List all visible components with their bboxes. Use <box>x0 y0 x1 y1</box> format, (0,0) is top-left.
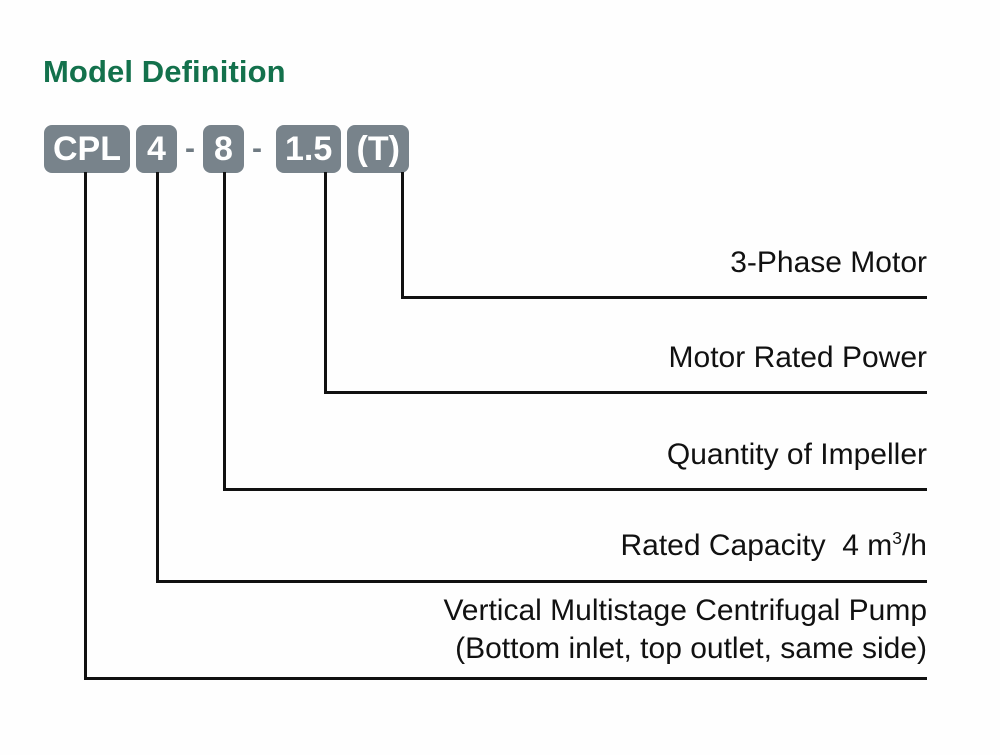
callout-label-impeller: Quantity of Impeller <box>666 438 927 471</box>
callout-capacity-value: 4 m <box>842 529 893 562</box>
page-title: Model Definition <box>43 54 286 89</box>
code-badge-capacity: 4 <box>136 125 177 173</box>
code-badge-power: 1.5 <box>276 125 342 173</box>
callout-capacity-suffix: /h <box>901 529 927 562</box>
callout-pump-line1: Vertical Multistage Centrifugal Pump <box>443 594 927 627</box>
callout-capacity-superscript: 3 <box>892 528 902 548</box>
callout-capacity-prefix: Rated Capacity <box>620 529 826 562</box>
callout-pump-line2: (Bottom inlet, top outlet, same side) <box>455 632 927 665</box>
callout-label-phase: 3-Phase Motor <box>730 246 927 279</box>
code-badge-phase: (T) <box>347 125 410 173</box>
code-badge-series: CPL <box>44 125 130 173</box>
code-separator-2: - <box>252 132 262 165</box>
code-badge-stages: 8 <box>203 125 244 173</box>
callout-label-pump: Vertical Multistage Centrifugal Pump (Bo… <box>443 592 927 668</box>
model-code-row: CPL 4 - 8 - 1.5 (T) <box>44 125 410 173</box>
code-separator-1: - <box>185 132 195 165</box>
callout-label-power: Motor Rated Power <box>668 341 927 374</box>
callout-label-capacity: Rated Capacity 4 m3/h <box>621 527 928 565</box>
